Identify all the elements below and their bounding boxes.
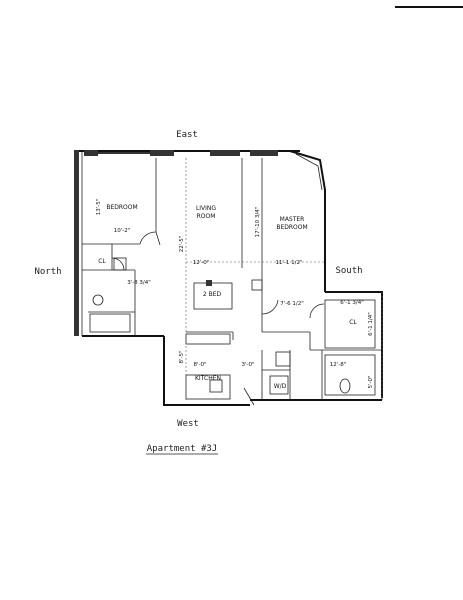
room-living-line2: ROOM <box>197 213 216 220</box>
dim-closet-right-width: 6'-1 3/4" <box>340 300 364 306</box>
compass-east: East <box>176 130 198 140</box>
tv-label: 2 BED <box>203 291 222 298</box>
room-closet-right: CL <box>349 319 357 326</box>
dim-living-height: 22'-5" <box>179 236 185 253</box>
compass-west: West <box>177 419 199 429</box>
compass-south: South <box>335 266 362 276</box>
dim-master-height: 17'-10 3/4" <box>255 207 261 238</box>
room-bedroom: BEDROOM <box>106 204 137 211</box>
room-closet-left: CL <box>98 258 106 265</box>
dim-living-width: 12'-0" <box>193 260 210 266</box>
dim-bedroom-width: 10'-2" <box>114 228 131 234</box>
dim-bedroom-height: 13'-5" <box>96 199 102 216</box>
compass-north: North <box>34 267 61 277</box>
dim-closet-right-height: 6'-1 1/4" <box>368 312 374 336</box>
room-washer-dryer: W/D <box>274 383 287 390</box>
room-master-line2: BEDROOM <box>276 224 307 231</box>
dim-bath-width: 12'-8" <box>330 362 347 368</box>
room-kitchen: KITCHEN <box>195 375 221 382</box>
interior-walls <box>82 158 382 406</box>
outer-walls <box>74 150 383 406</box>
top-edge-line <box>395 6 463 8</box>
dim-kitchen-height: 8'-5" <box>179 350 185 363</box>
room-master-line1: MASTER <box>280 216 305 223</box>
dim-kitchen-width: 8'-0" <box>193 362 206 368</box>
dim-wd-width: 3'-0" <box>241 362 254 368</box>
dim-hall-right: 7'-6 1/2" <box>280 301 304 307</box>
north-window-wall <box>74 150 79 336</box>
dim-hall-width: 3'-8 3/4" <box>127 280 151 286</box>
apartment-title: Apartment #3J <box>147 444 217 454</box>
room-living-line1: LIVING <box>196 205 216 212</box>
dim-master-width: 11'-1 1/2" <box>275 260 302 266</box>
dimension-lines <box>185 158 383 400</box>
dim-bath-height: 5'-0" <box>368 375 374 388</box>
